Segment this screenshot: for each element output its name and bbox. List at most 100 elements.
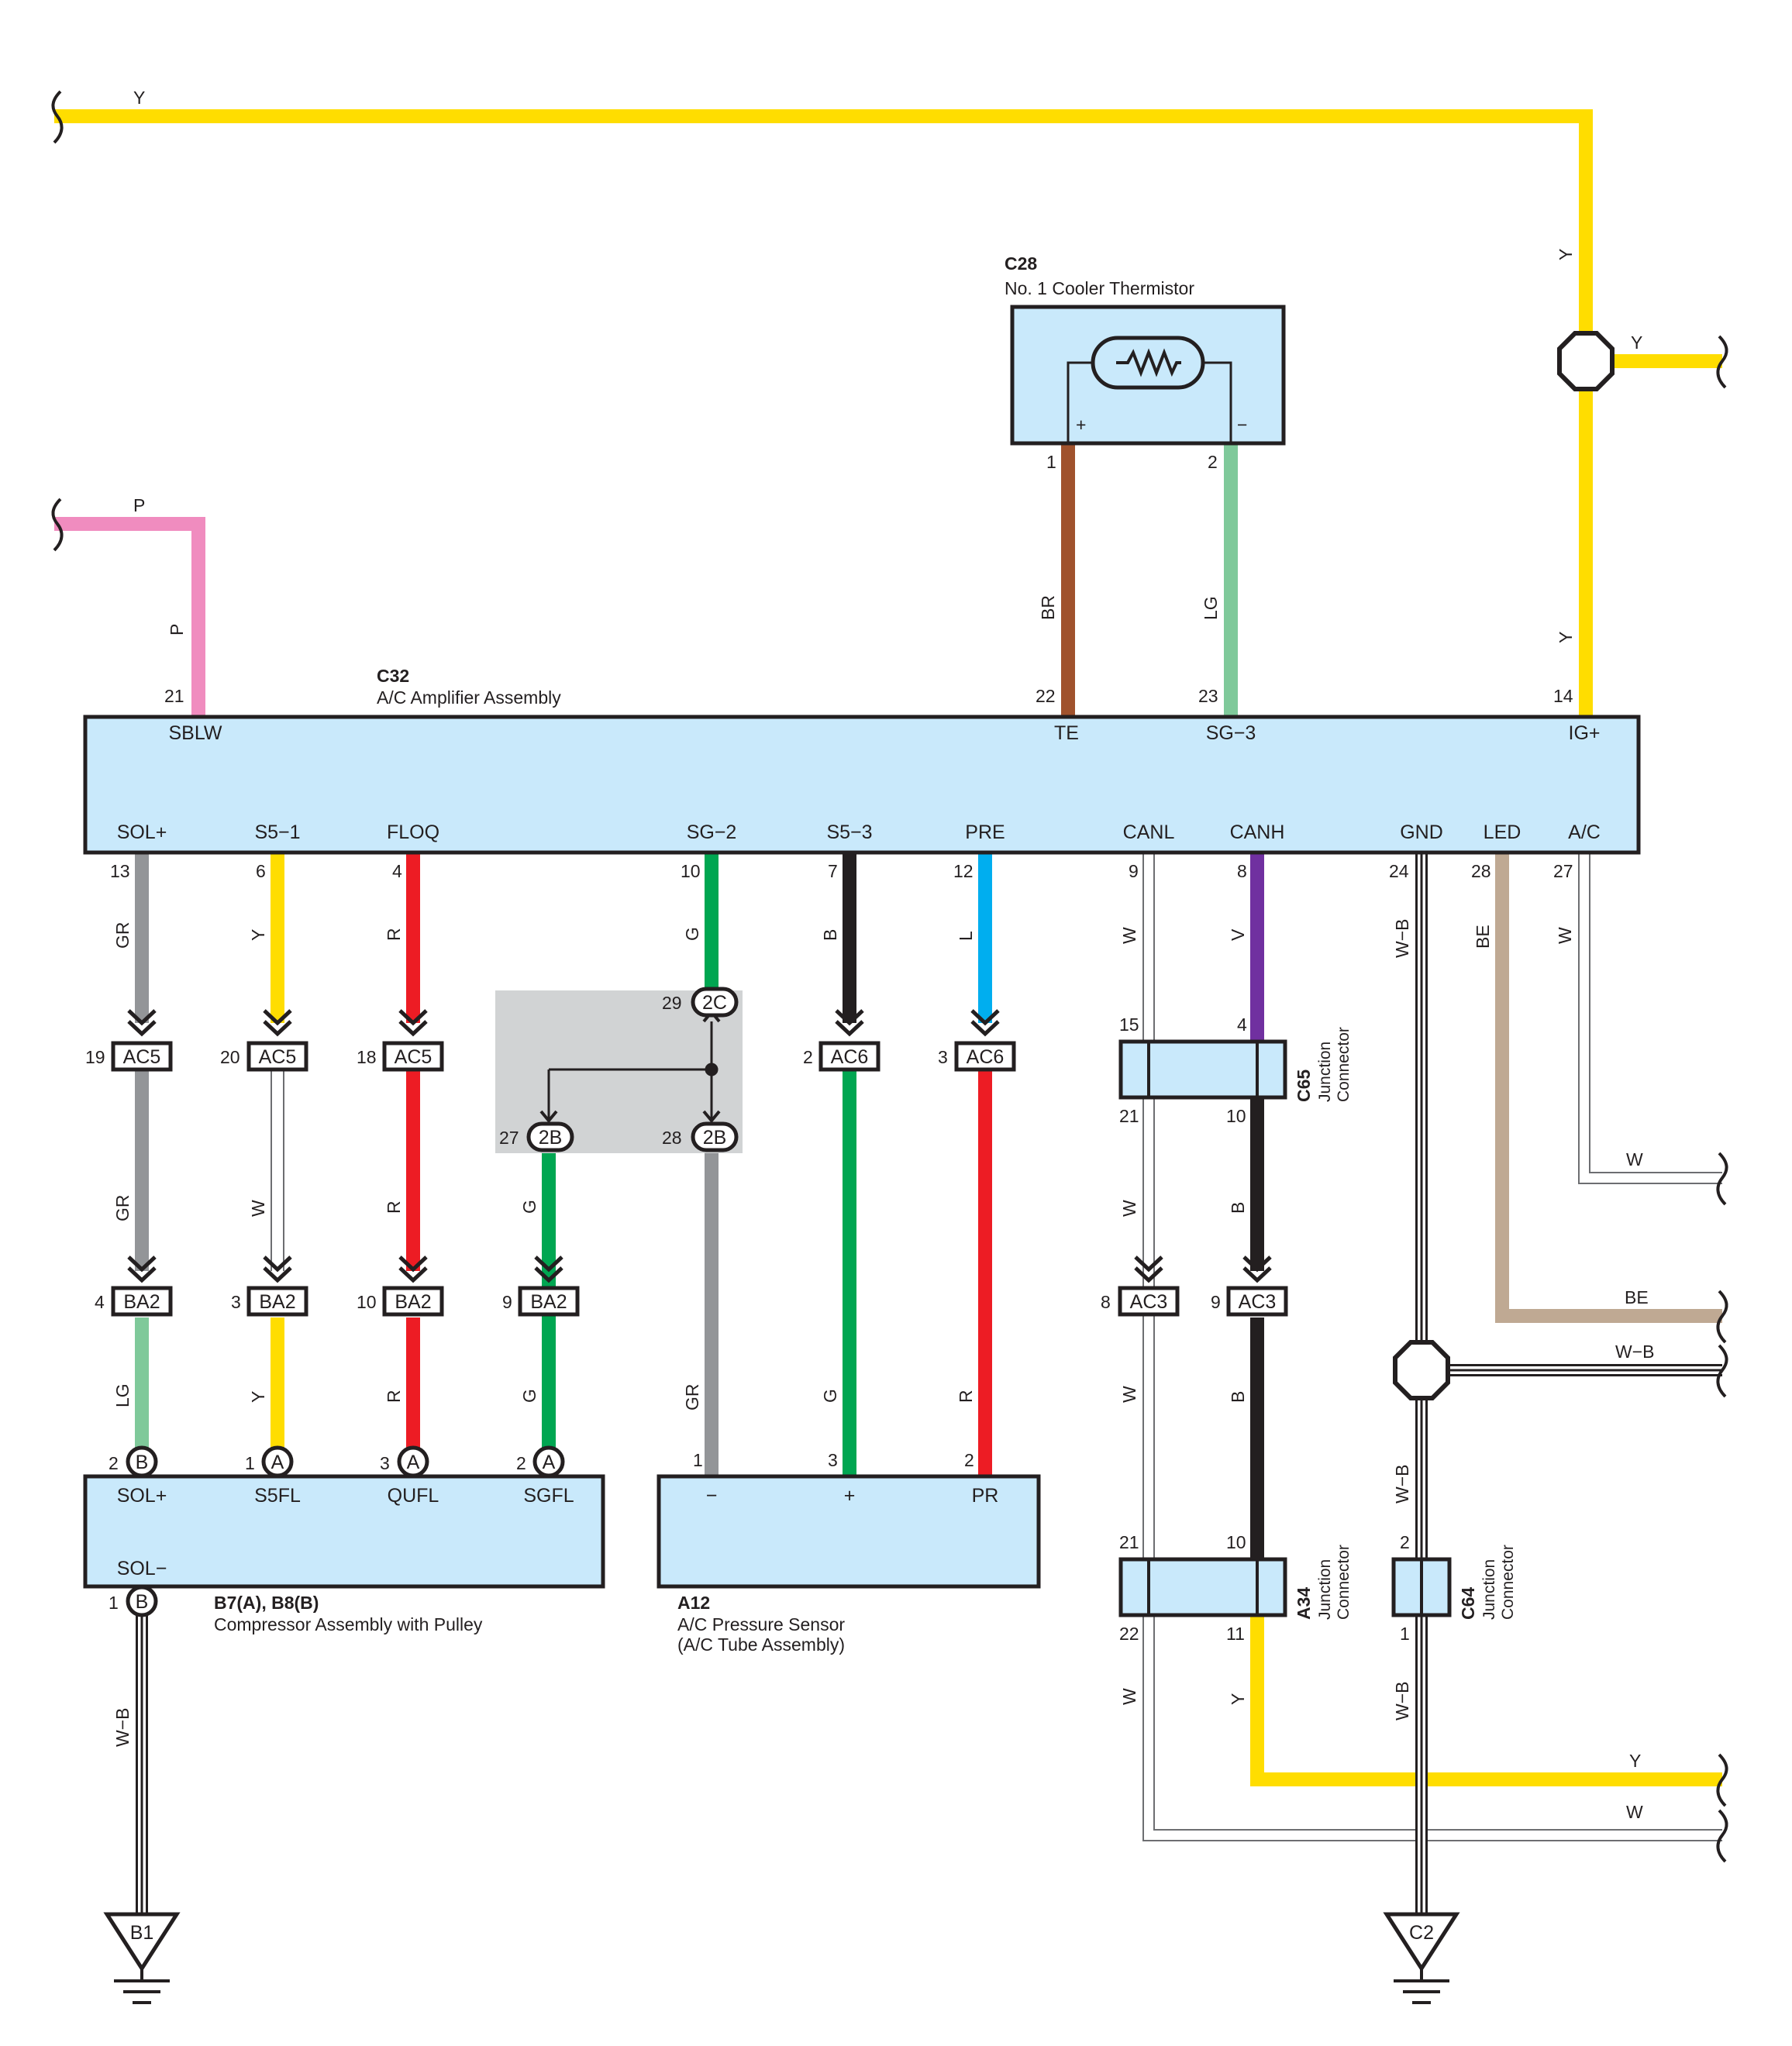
c28-plus: + (1076, 415, 1086, 435)
a12-pin-3: 3 (828, 1450, 838, 1470)
pin-9-ac3: 9 (1211, 1292, 1221, 1312)
svg-text:B: B (136, 1452, 149, 1473)
c32-term-sg2: SG−2 (687, 822, 737, 843)
c32-term-ig: IG+ (1569, 722, 1601, 744)
label-wb-h: W−B (1615, 1342, 1654, 1362)
c28-pin1: 1 (1046, 452, 1056, 472)
label-r-3: R (384, 1390, 404, 1403)
svg-text:AC3: AC3 (1130, 1291, 1168, 1313)
svg-text:BA2: BA2 (395, 1291, 431, 1313)
compressor-terminals: B A A A B (126, 1445, 565, 1617)
c32-pin-4: 4 (392, 861, 402, 881)
svg-text:B1: B1 (130, 1922, 154, 1944)
label-b-s53: B (820, 929, 840, 941)
wire-wb-gnd[interactable] (1415, 852, 1722, 1914)
ground-c2: C2 (1383, 1912, 1460, 2004)
ground-b1: B1 (103, 1912, 181, 2004)
junction-c65 (1118, 1039, 1287, 1100)
label-b-canh-1: B (1228, 1202, 1248, 1214)
c32-term-s53: S5−3 (826, 822, 872, 843)
c32-term-floq: FLOQ (387, 822, 439, 843)
label-p-vert: P (167, 624, 187, 636)
label-wb-gnd-3: W−B (1392, 1682, 1412, 1720)
label-g-sgfl-2: G (519, 1389, 539, 1403)
wire-y-bottom[interactable] (1250, 1615, 1722, 1786)
svg-text:A: A (407, 1452, 420, 1473)
svg-text:BA2: BA2 (530, 1291, 567, 1313)
label-w-canl-3: W (1119, 1386, 1139, 1403)
label-b-canh-2: B (1228, 1391, 1248, 1403)
label-y-bottom-h: Y (1629, 1751, 1641, 1771)
c32-term-sg3: SG−3 (1206, 722, 1256, 744)
break-marks (51, 90, 1728, 1863)
wire-labels: Y P P BR LG Y Y Y GR GR LG Y W Y R R R G… (112, 88, 1654, 1822)
pin-2-ac6: 2 (803, 1047, 813, 1067)
connector-2b-left: 2B (526, 1121, 574, 1152)
compressor-pin-1: 1 (245, 1453, 255, 1473)
c64-pin-2: 2 (1400, 1532, 1410, 1552)
compressor-pin-1b: 1 (109, 1593, 119, 1613)
compressor-term-sgfl: SGFL (523, 1485, 574, 1507)
c32-term-gnd: GND (1400, 822, 1443, 843)
connector-2c: 2C (691, 987, 739, 1018)
c65-name2: Connector (1335, 1027, 1353, 1102)
label-y-top: Y (133, 88, 145, 108)
label-gr-1: GR (112, 922, 133, 949)
c32-id: C32 (377, 666, 409, 686)
svg-text:A: A (543, 1452, 556, 1473)
c28-thermistor: + − (1010, 305, 1286, 446)
wire-w-canl[interactable] (1142, 852, 1722, 1841)
compressor-term-solp: SOL+ (117, 1485, 167, 1507)
label-y-right-1: Y (1556, 249, 1576, 260)
label-w-bottom-h: W (1626, 1802, 1643, 1822)
c32-term-canl: CANL (1123, 822, 1175, 843)
svg-text:B: B (136, 1591, 149, 1613)
svg-text:2B: 2B (703, 1127, 727, 1149)
a12-term-pr: PR (972, 1485, 999, 1507)
compressor-pin-2: 2 (109, 1453, 119, 1473)
c28-pin2: 2 (1208, 452, 1218, 472)
pin-28-2b: 28 (662, 1128, 682, 1148)
junction-c64 (1391, 1557, 1452, 1617)
compressor-id: B7(A), B8(B) (214, 1593, 319, 1613)
wire-w-ac[interactable] (1578, 852, 1722, 1184)
label-r-2: R (384, 1200, 404, 1214)
pressure-sensor (656, 1474, 1041, 1589)
wire-y-top[interactable] (54, 109, 1722, 717)
label-wb-gnd-2: W−B (1392, 1465, 1412, 1504)
svg-text:C2: C2 (1409, 1922, 1434, 1944)
svg-text:AC5: AC5 (259, 1046, 297, 1068)
label-br: BR (1038, 595, 1058, 620)
connector-ba2-3: BA2 (382, 1286, 444, 1317)
label-wb-solm: W−B (112, 1708, 133, 1747)
svg-text:2C: 2C (702, 992, 727, 1014)
c65-pin-10: 10 (1226, 1106, 1246, 1126)
svg-text:A: A (271, 1452, 284, 1473)
c32-pin-24: 24 (1389, 861, 1409, 881)
c32-pin-7: 7 (828, 861, 838, 881)
pin-9-ba2: 9 (502, 1292, 512, 1312)
connector-ac5-1: AC5 (111, 1041, 173, 1072)
c32-term-te: TE (1054, 722, 1079, 744)
label-gr-sg2: GR (682, 1384, 702, 1411)
a34-name1: Junction (1316, 1559, 1334, 1620)
junction-a34 (1118, 1557, 1287, 1617)
c32-term-sblw: SBLW (169, 722, 222, 744)
compressor-pin-3: 3 (380, 1453, 390, 1473)
c32-pin-12: 12 (953, 861, 974, 881)
c32-term-s51: S5−1 (254, 822, 300, 843)
c32-term-ac: A/C (1568, 822, 1601, 843)
c32-term-led: LED (1484, 822, 1521, 843)
label-w-canl-2: W (1119, 1200, 1139, 1217)
wire-p[interactable] (54, 517, 205, 717)
c32-pin-27: 27 (1553, 861, 1573, 881)
label-y-right-2: Y (1556, 632, 1576, 643)
label-g-sg2: G (682, 927, 702, 941)
c65-id: C65 (1294, 1070, 1314, 1102)
compressor-term-qufl: QUFL (388, 1485, 439, 1507)
connector-ba2-4: BA2 (518, 1286, 580, 1317)
wire-be-led[interactable] (1495, 852, 1722, 1323)
wires (54, 109, 1722, 1914)
pin-27-2b: 27 (499, 1128, 519, 1148)
